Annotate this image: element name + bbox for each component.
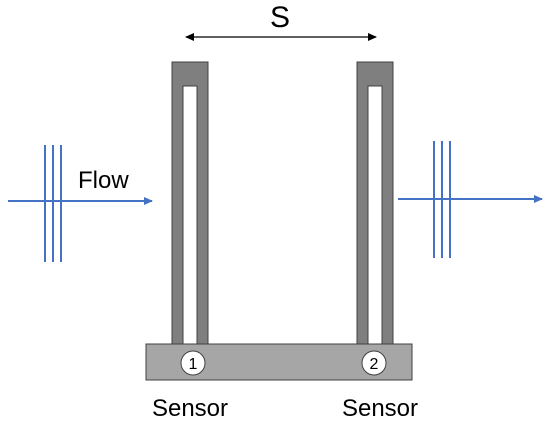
sensor-1-number: 1 <box>189 356 198 373</box>
sensor-2-label: Sensor <box>342 395 418 422</box>
sensor-2: 2 Sensor <box>342 350 418 422</box>
left-tube-channel <box>182 85 198 345</box>
sensor-1-marker <box>180 350 206 376</box>
right-tube-channel <box>367 85 383 345</box>
left-tube <box>171 61 209 345</box>
sensor-1: 1 Sensor <box>152 350 228 422</box>
flow-label: Flow <box>78 167 129 194</box>
sensor-1-label: Sensor <box>152 395 228 422</box>
spacing-label: S <box>270 1 290 34</box>
right-tube <box>356 61 394 345</box>
sensor-2-marker <box>361 350 387 376</box>
outgoing-flow <box>398 141 543 258</box>
incoming-flow: Flow <box>8 145 153 262</box>
spacing-dimension: S <box>185 1 377 41</box>
sensor-2-number: 2 <box>370 356 379 373</box>
